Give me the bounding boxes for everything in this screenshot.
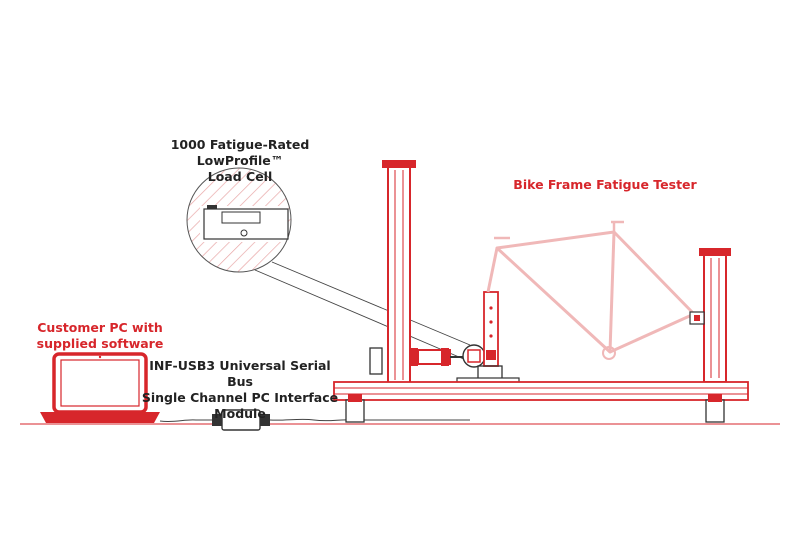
sensor-cable (269, 418, 470, 422)
laptop-icon (40, 352, 160, 423)
right-foot (705, 394, 725, 423)
tester-label: Bike Frame Fatigue Tester (513, 177, 697, 192)
customer-pc-label: Customer PC with supplied software (30, 320, 170, 352)
left-column (369, 160, 416, 385)
interface-label-line3: Module (214, 406, 266, 421)
fork-fixture (456, 291, 520, 384)
load-cell-label: 1000 Fatigue-Rated LowProfile™ Load Cell (130, 137, 350, 185)
customer-pc-label-line1: Customer PC with (37, 320, 163, 335)
interface-module-icon (212, 409, 270, 431)
left-foot (345, 394, 365, 423)
actuator (410, 348, 466, 366)
usb-cable (159, 419, 212, 423)
callout-leader-top (271, 261, 471, 346)
interface-label-line2: Single Channel PC Interface (141, 390, 339, 405)
rig-load-cell-icon (462, 344, 486, 368)
load-cell-label-line1: 1000 Fatigue-Rated LowProfile™ (170, 137, 310, 168)
customer-pc-label-line2: supplied software (36, 336, 164, 351)
callout-leader-bottom (254, 269, 467, 361)
load-cell-label-line2: Load Cell (207, 169, 273, 184)
base-rail (333, 381, 749, 401)
right-column (689, 248, 731, 383)
bike-frame (486, 220, 696, 360)
interface-module-label: INF-USB3 Universal Serial Bus Single Cha… (140, 358, 340, 422)
load-cell-callout (186, 167, 292, 273)
load-cell-icon (203, 205, 289, 240)
interface-label-line1: INF-USB3 Universal Serial Bus (149, 358, 331, 389)
